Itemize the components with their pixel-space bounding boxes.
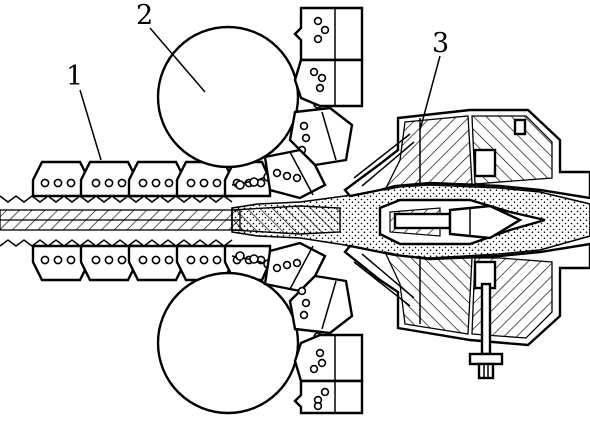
- extruded-product: [0, 195, 241, 247]
- callout-label-3: 3: [432, 28, 449, 59]
- leader-line-3: [419, 55, 441, 131]
- callout-label-2: 2: [136, 0, 153, 31]
- chain-block: [127, 160, 187, 198]
- sizing-drum-upper: [156, 25, 300, 169]
- leader-lines: [79, 27, 441, 161]
- extruder-head: [343, 108, 590, 380]
- drum-chain-lower: [231, 241, 364, 415]
- callout-label-1: 1: [66, 61, 83, 92]
- chain-block: [79, 244, 139, 282]
- conveyor-chain-upper: [31, 160, 272, 198]
- conveyor-chain-lower: [31, 244, 272, 282]
- drum-chain-upper: [231, 6, 364, 200]
- leader-line-2: [149, 27, 206, 93]
- sizing-drum-lower: [156, 271, 300, 415]
- leader-line-1: [79, 89, 102, 161]
